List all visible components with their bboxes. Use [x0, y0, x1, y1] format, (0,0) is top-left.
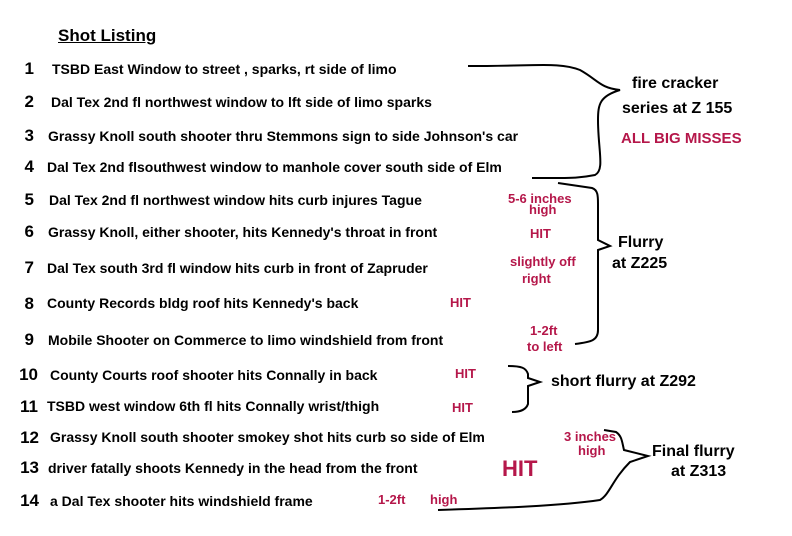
- shot-note: high: [529, 202, 557, 217]
- shot-description: a Dal Tex shooter hits windshield frame: [50, 493, 313, 509]
- shot-number: 12: [20, 428, 39, 447]
- hit-label: HIT: [452, 400, 473, 415]
- hit-label: HIT: [530, 226, 551, 241]
- shot-number: 7: [24, 258, 34, 277]
- bracket-firecracker: [467, 64, 621, 179]
- group-label-short-flurry: short flurry at Z292: [551, 373, 696, 390]
- shot-description: Mobile Shooter on Commerce to limo winds…: [48, 332, 444, 348]
- group-label-final-flurry: at Z313: [671, 463, 727, 480]
- shot-description: driver fatally shoots Kennedy in the hea…: [48, 460, 418, 476]
- shot-note: 1-2ft: [530, 323, 558, 338]
- shot-description: Dal Tex 2nd fl northwest window to lft s…: [51, 94, 432, 110]
- hit-label: HIT: [455, 366, 476, 381]
- shot-number: 4: [24, 157, 34, 176]
- group-label-firecracker: fire cracker: [632, 75, 719, 92]
- hit-label-large: HIT: [502, 456, 538, 481]
- shot-number: 13: [20, 458, 39, 477]
- shot-note: slightly off: [510, 254, 576, 269]
- shot-number: 3: [24, 126, 34, 145]
- shot-number: 1: [24, 59, 34, 78]
- bracket-final-flurry: [437, 429, 652, 511]
- shot-note: 1-2ft: [378, 492, 406, 507]
- hit-label: HIT: [450, 295, 471, 310]
- group-label-misses: ALL BIG MISSES: [621, 130, 742, 147]
- shot-description: Grassy Knoll, either shooter, hits Kenne…: [48, 224, 438, 240]
- group-label-flurry: at Z225: [612, 255, 668, 272]
- shot-note: right: [522, 271, 551, 286]
- shot-description: Grassy Knoll south shooter thru Stemmons…: [48, 128, 519, 144]
- shot-note: 3 inches: [564, 429, 617, 444]
- shot-note: 5-6 inches: [508, 191, 572, 206]
- shot-description: Dal Tex south 3rd fl window hits curb in…: [47, 260, 428, 276]
- shot-description: County Courts roof shooter hits Connally…: [50, 367, 378, 383]
- shot-note: high: [578, 443, 606, 458]
- shot-number: 2: [24, 92, 34, 111]
- group-label-final-flurry: Final flurry: [652, 443, 735, 460]
- shot-number: 14: [20, 491, 39, 510]
- shot-number: 6: [24, 222, 34, 241]
- shot-note: to left: [527, 339, 563, 354]
- group-label-flurry: Flurry: [618, 234, 664, 251]
- shot-description: Grassy Knoll south shooter smokey shot h…: [50, 429, 485, 445]
- bracket-short-flurry: [507, 365, 544, 413]
- shot-number: 11: [20, 397, 38, 416]
- shot-description: Dal Tex 2nd fl northwest window hits cur…: [49, 192, 422, 208]
- shot-description: Dal Tex 2nd flsouthwest window to manhol…: [47, 159, 502, 175]
- shot-number: 5: [24, 190, 34, 209]
- bracket-flurry: [557, 182, 613, 345]
- shot-description: County Records bldg roof hits Kennedy's …: [47, 295, 359, 311]
- shot-number: 8: [24, 294, 34, 313]
- page-title: Shot Listing: [58, 26, 157, 45]
- group-label-firecracker: series at Z 155: [622, 100, 733, 117]
- shot-note: high: [430, 492, 458, 507]
- shot-description: TSBD west window 6th fl hits Connally wr…: [47, 398, 380, 414]
- shot-description: TSBD East Window to street , sparks, rt …: [52, 61, 397, 77]
- shot-number: 9: [24, 330, 34, 349]
- shot-number: 10: [19, 365, 38, 384]
